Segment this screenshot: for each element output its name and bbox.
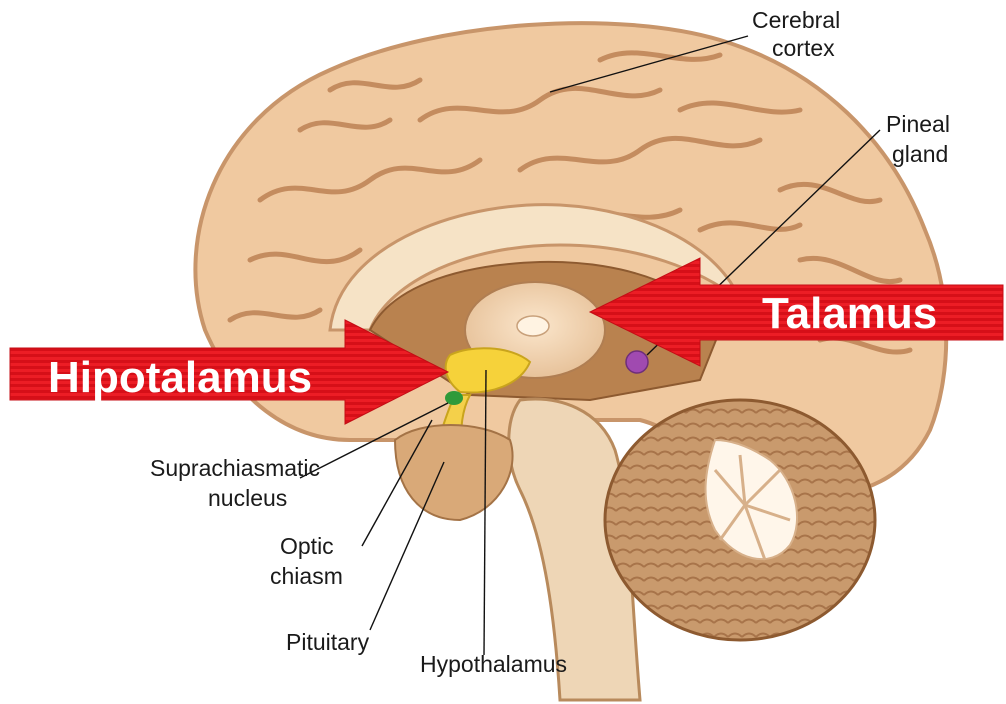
suprachiasmatic-label-line1: Suprachiasmatic: [150, 455, 320, 481]
optic-chiasm-label-line2: chiasm: [270, 563, 343, 589]
hypothalamus-label: Hypothalamus: [420, 651, 567, 677]
optic-chiasm-label-line1: Optic: [280, 533, 334, 559]
pituitary-label: Pituitary: [286, 629, 370, 655]
pineal-gland-label-line2: gland: [892, 141, 948, 167]
hipotalamus-label: Hipotalamus: [48, 353, 312, 402]
pineal-gland-label-line1: Pineal: [886, 111, 950, 137]
suprachiasmatic-label-line2: nucleus: [208, 485, 287, 511]
cerebral-cortex-label-line2: cortex: [772, 35, 835, 61]
pineal-gland: [626, 351, 648, 373]
cerebral-cortex-label-line1: Cerebral: [752, 7, 840, 33]
thalamus-center: [517, 316, 549, 336]
talamus-label: Talamus: [762, 289, 937, 338]
temporal-lobe: [395, 425, 513, 520]
